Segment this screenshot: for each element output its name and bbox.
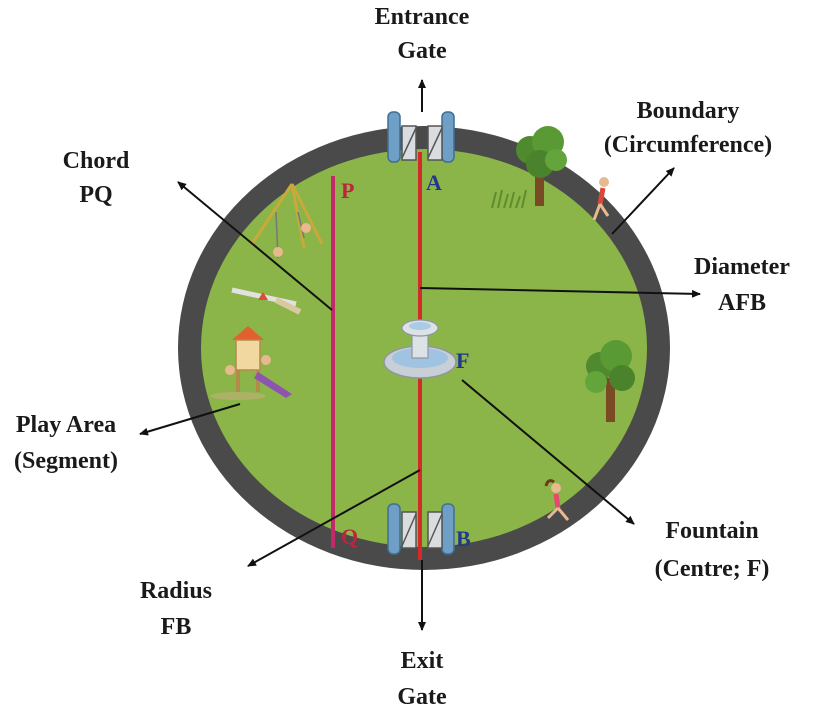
entrance-gate-icon (387, 111, 455, 163)
boundary-label-line1: Boundary (637, 98, 740, 124)
point-q-label: Q (341, 524, 358, 549)
chord-label-line1: Chord (63, 148, 130, 174)
point-f-label: F (456, 348, 469, 373)
fountain-icon (383, 319, 457, 379)
runner-icon (592, 177, 610, 221)
arrow-fountain (461, 379, 635, 525)
point-a-label: A (426, 170, 442, 195)
diameter-label-line2: AFB (718, 290, 766, 316)
arrow-play-area (139, 403, 241, 436)
point-b-label: B (456, 526, 471, 551)
play-area-label-line1: Play Area (16, 412, 116, 438)
chord-label-line2: PQ (79, 182, 112, 208)
fountain-label-line1: Fountain (665, 518, 758, 544)
fountain-label-line2: (Centre; F) (655, 556, 770, 582)
boundary-label-line2: (Circumference) (604, 132, 772, 158)
play-area-label-line2: (Segment) (14, 448, 118, 474)
radius-label-line2: FB (161, 614, 192, 640)
point-p-label: P (341, 178, 354, 203)
exit-gate-icon (387, 503, 455, 555)
arrow-boundary (611, 167, 675, 235)
exit-label-line1: Exit (401, 648, 444, 674)
arrows (139, 79, 701, 631)
playhouse-slide-icon (210, 326, 292, 400)
seesaw-icon (231, 287, 302, 315)
arrow-chord (177, 181, 333, 311)
diameter-label-line1: Diameter (694, 254, 790, 280)
swing-set-icon (250, 183, 324, 259)
tree-icon (516, 126, 567, 206)
runner-icon (544, 479, 570, 521)
entrance-label-line1: Entrance (375, 4, 470, 30)
arrow-diameter (419, 287, 701, 298)
arrow-radius (247, 469, 421, 567)
exit-label-line2: Gate (397, 684, 447, 710)
grass-icon (491, 189, 527, 209)
entrance-label-line2: Gate (397, 38, 447, 64)
tree-icon (585, 340, 635, 422)
radius-label-line1: Radius (140, 578, 212, 604)
